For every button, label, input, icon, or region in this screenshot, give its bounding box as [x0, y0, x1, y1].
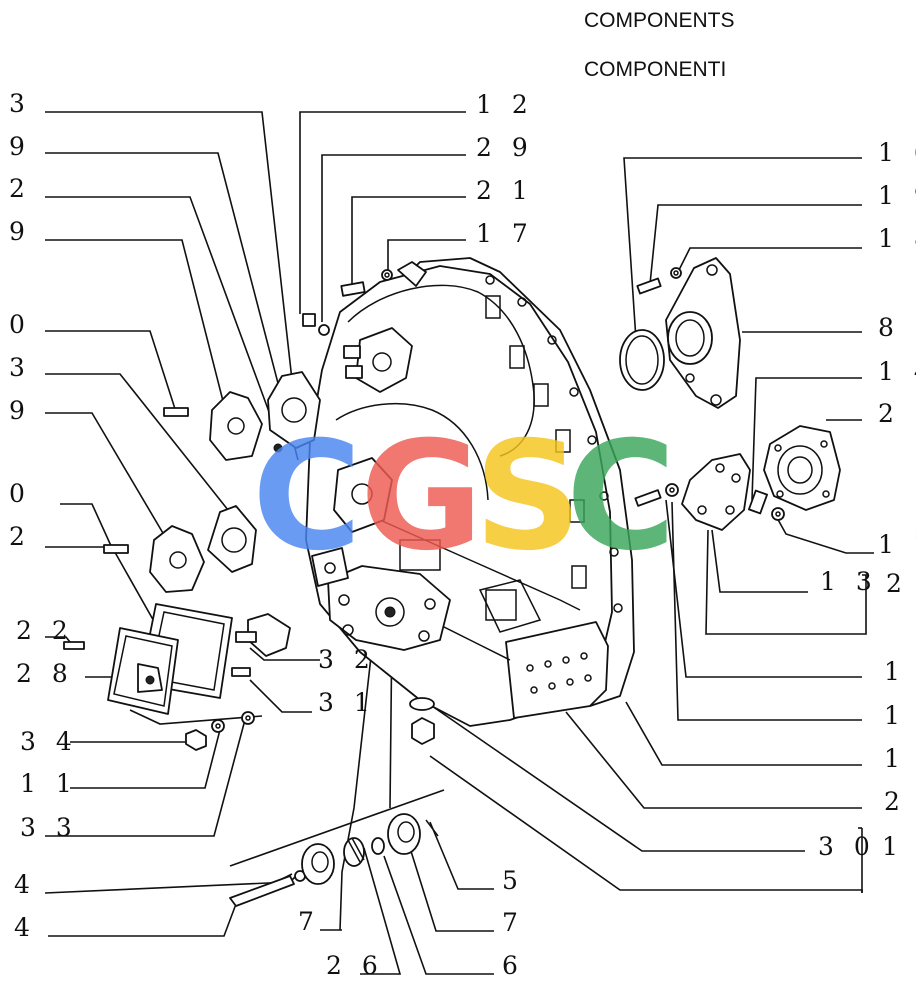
header-title-it: COMPONENTI	[584, 58, 726, 81]
callout-label: 2 5	[878, 399, 916, 428]
left-covers	[103, 371, 321, 593]
callout-label: 9	[9, 217, 31, 246]
callout-label: 0	[9, 310, 31, 339]
callout-label: 7	[502, 908, 524, 937]
callout-label: 5	[502, 866, 524, 895]
watermark-letter-g: G	[360, 410, 483, 584]
gearbox-housing	[305, 257, 635, 727]
callout-label: 7	[298, 907, 320, 936]
callouts-left: 3 9 2 9 0 3 9 0 2 2 2 2 8 3 4 1 1 3 3 4 …	[9, 89, 78, 942]
callout-label: 9	[9, 132, 31, 161]
callouts-center: 1 2 2 9 2 1 1 7 3 2 3 1 5 7 7 2 6 6 3 0	[298, 90, 876, 980]
callout-label: 2	[9, 522, 31, 551]
callout-label: 1 2	[476, 90, 534, 119]
callout-label: 1 7	[476, 219, 534, 248]
callout-label: 3 0	[818, 832, 876, 861]
callout-label: 3 2	[318, 645, 376, 674]
callout-label: 2	[886, 569, 908, 598]
callout-label: 2 9	[476, 133, 534, 162]
callout-label: 1 7	[878, 530, 916, 559]
callout-label: 1 7	[884, 657, 916, 686]
right-side-parts	[619, 257, 841, 531]
header-title-en: COMPONENTS	[584, 9, 735, 32]
callout-label: 2 2	[16, 616, 74, 645]
callout-label: 3	[9, 353, 31, 382]
callout-label: 2 3	[884, 787, 916, 816]
callout-label: 4	[14, 870, 36, 899]
callout-label: 1 4	[878, 357, 916, 386]
callout-label: 3 4	[20, 727, 78, 756]
callouts-right: 1 6 1 9 1 8 8 1 4 2 5 1 7 1 3 2 1 7 1 4 …	[820, 138, 916, 861]
callout-label: 1 1	[20, 769, 78, 798]
callout-label: 1 3	[820, 567, 878, 596]
callout-label: 3 1	[318, 688, 376, 717]
callout-label: 6	[502, 951, 524, 980]
callout-label: 2	[9, 174, 31, 203]
callout-label: 3	[9, 89, 31, 118]
watermark: C G S C	[252, 410, 676, 584]
callout-label: 0	[9, 479, 31, 508]
valve-parts	[229, 697, 445, 907]
callout-label: 4	[14, 913, 36, 942]
watermark-letter-c1: C	[252, 410, 362, 584]
callout-label: 1 0	[882, 832, 916, 861]
watermark-letter-s: S	[474, 410, 582, 584]
callout-label: 3 3	[20, 813, 78, 842]
callout-label: 2 1	[476, 176, 534, 205]
callout-label: 1	[884, 744, 906, 773]
callout-label: 8	[878, 313, 900, 342]
callout-label: 1 8	[878, 224, 916, 253]
top-center-fasteners	[302, 269, 393, 336]
callout-label: 1 9	[878, 181, 916, 210]
callout-label: 2 6	[326, 951, 384, 980]
callout-label: 1 4	[884, 701, 916, 730]
callout-label: 1 6	[878, 138, 916, 167]
filter-plate	[63, 603, 291, 751]
callout-label: 2 8	[16, 659, 74, 688]
leader-lines	[44, 111, 874, 975]
watermark-letter-c2: C	[566, 410, 676, 584]
callout-label: 9	[9, 396, 31, 425]
